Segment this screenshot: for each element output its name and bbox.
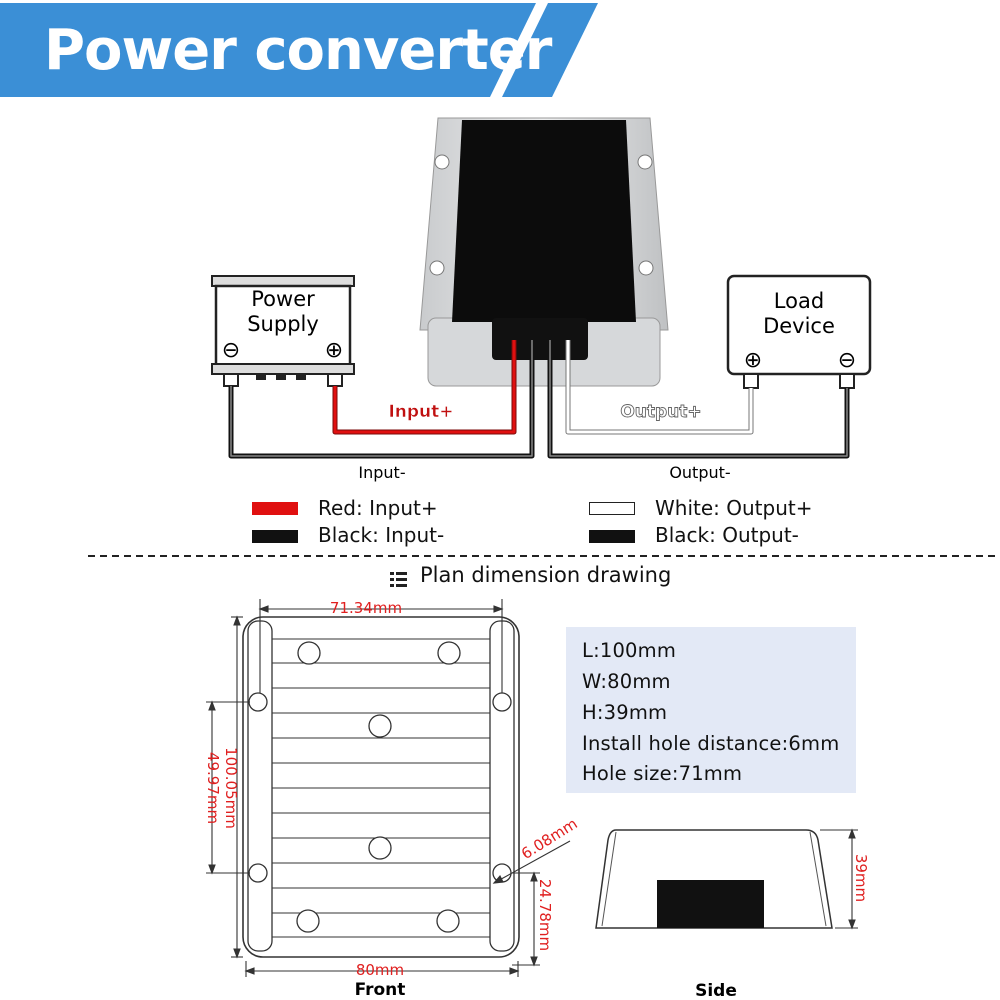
page-title: Power converter xyxy=(44,18,552,83)
dim-left-inner-label: 100.05mm xyxy=(222,747,240,829)
spec-install-hole-distance: Install hole distance:6mm xyxy=(582,732,840,755)
wires xyxy=(228,340,850,459)
dim-top-label: 71.34mm xyxy=(330,599,402,617)
spec-height: H:39mm xyxy=(582,701,668,724)
load-device-label-line1: Load xyxy=(774,289,824,313)
power-supply-minus-symbol: ⊖ xyxy=(222,338,240,363)
legend-swatch-black-output xyxy=(589,530,635,543)
legend-white-output-plus: White: Output+ xyxy=(655,496,813,520)
dim-hole-label: 6.08mm xyxy=(518,815,581,863)
input-plus-label: Input+ xyxy=(388,402,453,422)
legend-black-output-minus: Black: Output- xyxy=(655,523,799,547)
load-device xyxy=(726,274,872,389)
dim-bottom-label: 80mm xyxy=(356,961,404,979)
power-supply-label-line2: Supply xyxy=(247,312,319,336)
spec-length: L:100mm xyxy=(582,639,677,662)
legend-red-input-plus: Red: Input+ xyxy=(318,496,438,520)
legend-black-input-minus: Black: Input- xyxy=(318,523,445,547)
power-supply-plus-symbol: ⊕ xyxy=(325,338,343,363)
front-label: Front xyxy=(355,980,406,1000)
list-icon xyxy=(390,572,407,587)
spec-hole-size: Hole size:71mm xyxy=(582,762,743,785)
title-banner xyxy=(0,3,598,97)
load-device-plus-symbol: ⊕ xyxy=(744,348,762,373)
converter-device xyxy=(419,117,669,387)
legend-swatch-white xyxy=(589,502,635,515)
front-plan-drawing: 71.34mm 49.97mm 100.05mm 6.08mm 24.78mm … xyxy=(204,599,581,1000)
power-supply xyxy=(211,275,355,387)
side-label: Side xyxy=(695,981,737,1000)
legend-swatch-black-input xyxy=(252,530,298,543)
wiring-diagram: Power Supply ⊖ ⊕ Load Device ⊕ ⊖ Input+ … xyxy=(88,117,1000,557)
plan-drawing-title: Plan dimension drawing xyxy=(420,563,672,587)
spec-width: W:80mm xyxy=(582,670,671,693)
load-device-label-line2: Device xyxy=(763,314,835,338)
dim-side-label: 39mm xyxy=(852,854,870,902)
input-minus-label: Input- xyxy=(358,463,405,482)
spec-box: L:100mm W:80mm H:39mm Install hole dista… xyxy=(566,627,856,793)
side-drawing: 39mm Side xyxy=(595,828,870,1000)
power-supply-label-line1: Power xyxy=(251,287,315,311)
load-device-minus-symbol: ⊖ xyxy=(838,348,856,373)
output-plus-label: Output+ xyxy=(620,402,701,422)
dim-left-outer-label: 49.97mm xyxy=(204,752,222,824)
output-minus-label: Output- xyxy=(669,463,730,482)
legend-swatch-red xyxy=(252,502,298,515)
dim-right-label: 24.78mm xyxy=(536,879,554,951)
